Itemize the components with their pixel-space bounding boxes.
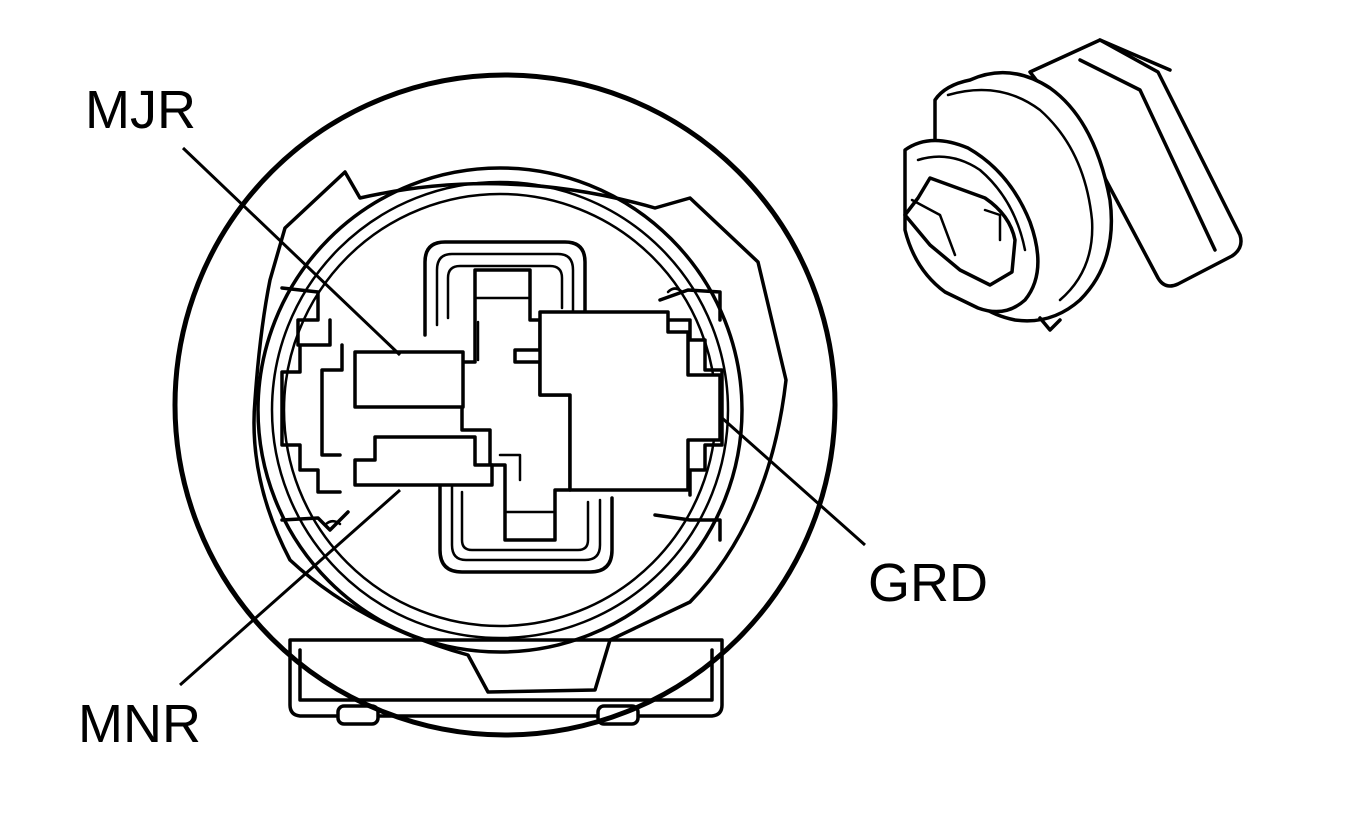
mnr-leader-line	[179, 488, 401, 687]
grd-leader-line	[721, 416, 866, 547]
mjr-label: MJR	[85, 80, 196, 140]
socket-bore	[256, 166, 744, 654]
socket-face	[172, 72, 838, 738]
socket-bottom-housing	[288, 638, 724, 718]
mjr-terminal	[353, 350, 465, 409]
bulb-socket-plug	[903, 38, 1243, 332]
grd-label: GRD	[868, 553, 988, 613]
left-insulator	[280, 318, 342, 494]
plug-opening	[903, 176, 1017, 287]
right-insulator	[666, 318, 724, 497]
socket-outer-ring	[172, 72, 838, 738]
mjr-leader-line	[181, 146, 402, 357]
plug-body	[1028, 38, 1243, 288]
grd-terminal	[538, 310, 722, 492]
mnr-label: MNR	[78, 694, 201, 754]
mnr-terminal	[353, 435, 494, 487]
